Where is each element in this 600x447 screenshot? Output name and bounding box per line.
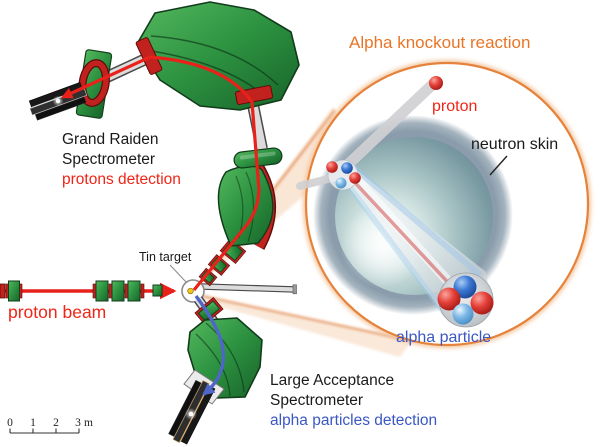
scale-bar <box>9 428 80 434</box>
tin-target-pointer <box>169 264 188 284</box>
alpha-particle <box>437 272 494 328</box>
beamline-quad-triplet <box>92 280 145 302</box>
scale-tick-3: 3 <box>75 417 81 429</box>
scale-tick-0: 0 <box>7 417 13 429</box>
inset-title: Alpha knockout reaction <box>349 33 531 52</box>
scattered-proton-ball <box>429 76 443 90</box>
beamline-small-element <box>152 284 163 297</box>
proton-beamline <box>0 280 177 302</box>
tin-target-dot <box>187 287 194 295</box>
beamline-magnet <box>0 280 23 302</box>
alpha-cluster-in-skin <box>326 159 361 191</box>
grand-raiden-detection: protons detection <box>62 171 181 188</box>
scale-unit: m <box>84 417 93 429</box>
proton-beam-label: proton beam <box>8 302 107 322</box>
las-name-1: Large Acceptance <box>270 372 395 389</box>
grand-raiden-name-2: Spectrometer <box>62 151 156 168</box>
las-alpha-trajectory <box>194 294 226 396</box>
scale-tick-1: 1 <box>30 417 36 429</box>
tin-target-label: Tin target <box>139 250 192 264</box>
proton-label: proton <box>432 98 478 115</box>
zero-degree-pipe <box>200 283 297 295</box>
las-name-2: Spectrometer <box>270 392 364 409</box>
scale-tick-2: 2 <box>53 417 59 429</box>
grand-raiden-spectrometer <box>28 1 300 292</box>
neutron-skin-label: neutron skin <box>471 136 559 153</box>
grand-raiden-name-1: Grand Raiden <box>62 131 159 148</box>
las-detection: alpha particles detection <box>270 412 438 429</box>
alpha-particle-label: alpha particle <box>396 329 492 346</box>
gr-proton-trajectory <box>60 55 261 292</box>
neutron-skin-pointer <box>489 155 508 176</box>
large-acceptance-spectrometer <box>168 294 263 445</box>
